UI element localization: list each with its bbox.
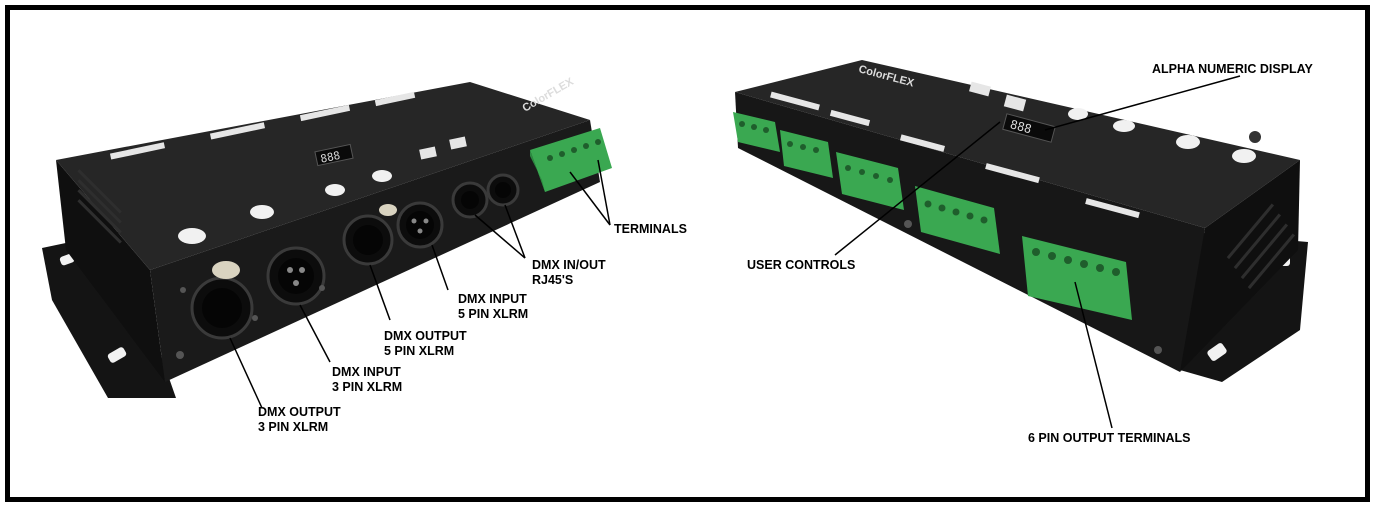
left-terminal-block <box>530 128 612 192</box>
left-display <box>314 143 354 167</box>
label-terminals: TERMINALS <box>614 222 687 236</box>
left-flange-slot-bottom <box>107 347 127 363</box>
leader-six-pin <box>1074 281 1113 429</box>
right-flange-slot-bottom <box>1207 343 1227 361</box>
label-dmx-output-5pin: DMX OUTPUT 5 PIN XLRM <box>384 329 467 358</box>
xlr-3pin-output <box>190 261 254 340</box>
xlr-3pin-input <box>266 246 326 306</box>
label-dmx-in-out: DMX IN/OUT RJ45'S <box>532 258 606 287</box>
right-rear-knob <box>1249 131 1261 143</box>
right-top-buttons <box>1068 108 1256 163</box>
label-dmx-output-3pin: DMX OUTPUT 3 PIN XLRM <box>258 405 341 434</box>
xlr-5pin-input <box>396 201 444 249</box>
right-display-digits: 888 <box>1009 117 1034 136</box>
left-flange-slot-top <box>59 253 75 266</box>
right-screws <box>904 220 1162 354</box>
leader-dmx-in-out-a <box>474 214 526 259</box>
leader-dmx-output-5pin <box>369 264 391 321</box>
leader-dmx-output-3pin <box>229 337 263 409</box>
xlr-5pin-output <box>342 204 397 266</box>
leader-user-controls <box>834 121 1001 256</box>
label-six-pin-output-terminals: 6 PIN OUTPUT TERMINALS <box>1028 431 1191 445</box>
left-side-vents <box>77 169 122 244</box>
label-dmx-input-3pin: DMX INPUT 3 PIN XLRM <box>332 365 403 394</box>
right-housing-top <box>735 60 1300 228</box>
leader-dmx-in-out-b <box>504 204 526 259</box>
right-display <box>1002 113 1056 143</box>
right-terminal-blocks <box>733 112 1132 320</box>
left-screws <box>176 285 325 359</box>
label-dmx-input-5pin: DMX INPUT 5 PIN XLRM <box>458 292 529 321</box>
left-top-labels <box>109 91 467 160</box>
right-housing-side <box>1180 160 1300 372</box>
left-housing-side <box>56 160 165 382</box>
label-user-controls: USER CONTROLS <box>747 258 856 272</box>
leader-dmx-input-5pin <box>431 244 449 291</box>
left-display-digits: 888 <box>319 149 341 166</box>
leader-terminals-b <box>597 159 611 226</box>
right-device: 888 ColorFLEX <box>733 60 1308 382</box>
left-top-buttons <box>178 170 392 244</box>
leader-lines <box>229 75 1241 429</box>
left-mounting-flange <box>42 232 176 398</box>
leader-terminals-a <box>569 171 611 226</box>
right-side-vents <box>1226 203 1296 290</box>
rj45-ports <box>451 173 520 219</box>
left-device: 888 ColorFLEX <box>42 75 612 398</box>
left-housing-top <box>56 82 590 270</box>
leader-alpha-numeric <box>1044 75 1241 131</box>
leader-dmx-input-3pin <box>299 304 331 363</box>
label-alpha-numeric-display: ALPHA NUMERIC DISPLAY <box>1152 62 1313 76</box>
right-top-labels <box>770 81 1140 219</box>
